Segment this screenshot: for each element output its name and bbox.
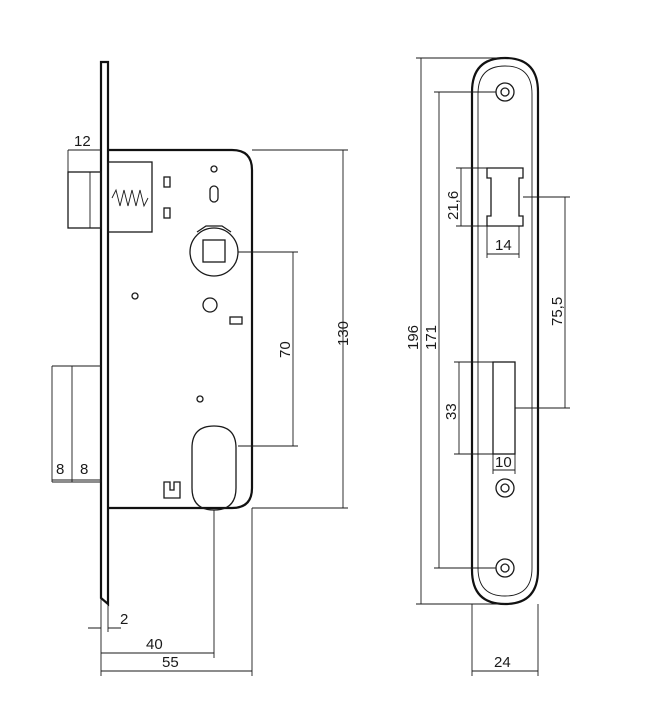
dim-hub-to-cylinder: 70 — [277, 341, 294, 358]
lock-body-side-view: 12 130 70 8 8 2 40 55 — [51, 60, 352, 676]
dim-line-8-8 — [51, 480, 102, 483]
handle-hub-square-icon — [202, 239, 226, 263]
dim-line-24 — [471, 604, 539, 676]
latch-hole — [486, 167, 524, 227]
screw-lower — [196, 395, 204, 403]
dim-cylinder-backset: 40 — [146, 636, 163, 653]
lock-case-outline — [108, 148, 254, 510]
bolt-hole — [492, 361, 516, 455]
hub-lever — [196, 225, 232, 233]
dim-fixing-centers: 171 — [423, 325, 440, 350]
latch-bolt — [67, 171, 102, 229]
dim-backset: 55 — [162, 654, 179, 671]
dim-line-14 — [486, 226, 520, 258]
dim-latch-to-bolt: 75,5 — [549, 297, 566, 326]
fixing-hole-bottom-inner — [500, 563, 510, 573]
dim-line-12 — [67, 149, 101, 172]
dim-latch-projection-b: 8 — [80, 461, 88, 478]
fixing-hole-top-icon — [495, 82, 515, 102]
deadbolt-projection — [51, 365, 101, 481]
dim-line-130 — [252, 149, 348, 509]
dim-line-55 — [101, 508, 253, 676]
dim-faceplate-length: 196 — [405, 325, 422, 350]
dim-bolt-hole-height: 33 — [443, 403, 460, 420]
latch-housing — [107, 161, 153, 233]
dim-line-21-6 — [456, 167, 487, 227]
latch-spring — [111, 188, 149, 208]
dim-faceplate-offset: 12 — [74, 133, 91, 150]
faceplate-edge — [99, 60, 110, 607]
fixing-hole-mid-inner — [500, 483, 510, 493]
latch-bolt-tip — [89, 171, 102, 229]
dim-line-171 — [434, 91, 496, 569]
dim-faceplate-width: 24 — [494, 654, 511, 671]
faceplate-outline — [470, 56, 540, 606]
slot-small-1 — [163, 176, 171, 188]
dim-line-10 — [492, 454, 516, 474]
dim-latch-hole-width: 14 — [495, 237, 512, 254]
screw-top — [210, 165, 218, 173]
dim-line-196 — [416, 57, 505, 605]
cylinder-cutout — [191, 425, 237, 511]
faceplate-front-view: 196 171 21,6 14 75,5 33 10 24 — [405, 56, 570, 676]
hole-round — [202, 297, 218, 313]
slot-small-2 — [163, 207, 171, 219]
dim-latch-hole-height: 21,6 — [445, 191, 462, 220]
dim-line-40 — [100, 510, 215, 676]
faceplate-inner — [477, 65, 533, 597]
dim-bolt-hole-width: 10 — [495, 454, 512, 471]
dim-line-70 — [238, 251, 298, 447]
dim-line-2 — [88, 598, 121, 632]
dim-line-75-5 — [515, 196, 570, 409]
fixing-hole-bottom-icon — [495, 558, 515, 578]
dim-plate-thickness: 2 — [120, 611, 128, 628]
dim-line-33 — [454, 361, 493, 455]
screw-left — [131, 292, 139, 300]
slot-oval — [209, 185, 219, 203]
handle-hub — [189, 227, 239, 277]
fixing-hole-mid-icon — [495, 478, 515, 498]
dim-latch-projection-a: 8 — [56, 461, 64, 478]
dim-lock-height: 130 — [335, 321, 352, 346]
fixing-hole-top-inner — [500, 87, 510, 97]
slot-right — [229, 316, 243, 325]
bolt-bracket — [163, 481, 181, 499]
